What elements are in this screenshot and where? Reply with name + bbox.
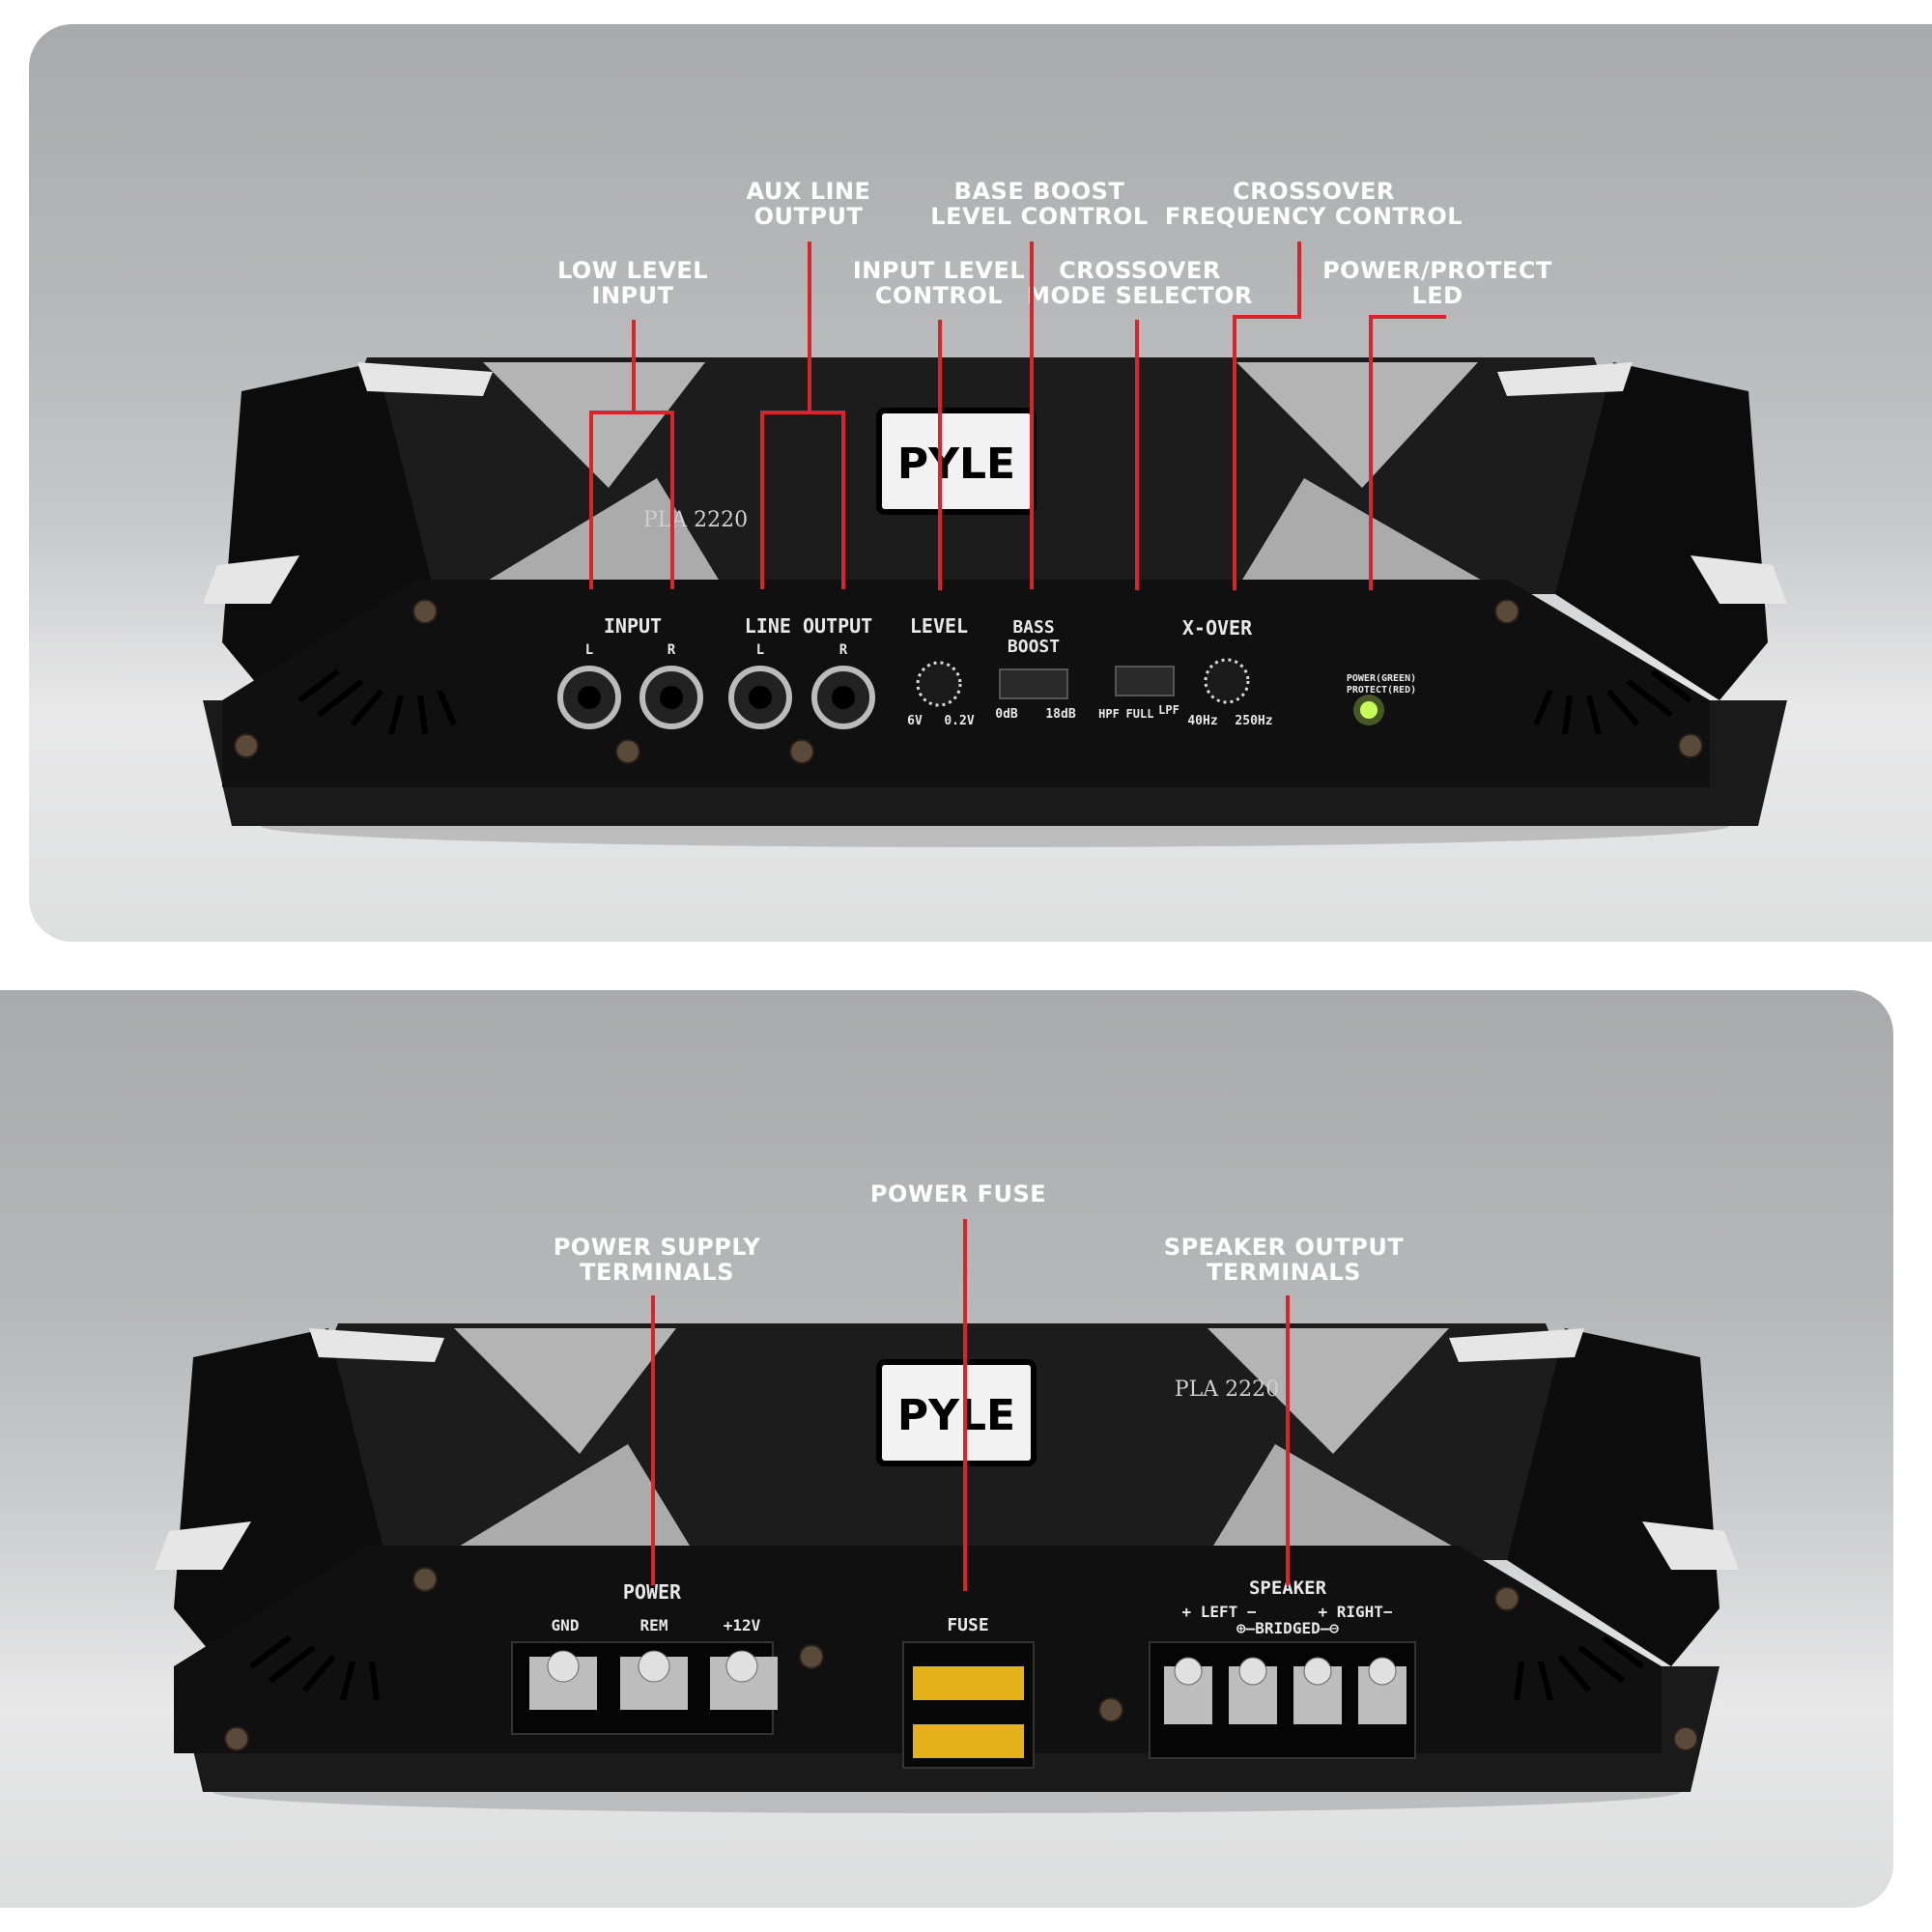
model-text-rear: PLA 2220 — [1175, 1378, 1279, 1402]
rca-jacks — [557, 666, 875, 729]
crossover-mode-switch[interactable] — [1115, 666, 1175, 696]
gnd-label: GND — [552, 1616, 580, 1634]
leader-crossover-frequency-drop — [1233, 315, 1236, 590]
input-label: INPUT — [604, 614, 662, 638]
leader-input-level — [938, 320, 942, 590]
leader-power-supply — [651, 1295, 655, 1585]
bridged-label: ⊕—BRIDGED—⊖ — [1236, 1619, 1339, 1637]
leader-low-level-input-bar — [589, 411, 674, 414]
screws — [234, 599, 1703, 764]
bass-boost-switch[interactable] — [999, 668, 1068, 699]
plus12-label: +12V — [724, 1616, 761, 1634]
leader-input-right — [670, 411, 674, 589]
leader-power-fuse — [963, 1219, 967, 1591]
level-label: LEVEL — [910, 614, 968, 638]
top-panel: PYLE PLA 2220 INPUT L R LINE OUTPUT L — [29, 24, 1932, 942]
leader-input-left — [589, 411, 593, 589]
leader-aux-right — [841, 411, 845, 589]
vent-right-rear — [1514, 1634, 1644, 1701]
input-left-label: L — [585, 642, 593, 658]
crossover-frequency-knob[interactable] — [1204, 658, 1250, 704]
protect-red-label: PROTECT(RED) — [1347, 685, 1416, 696]
leader-crossover-frequency-bar — [1233, 315, 1301, 319]
amplifier-rear-view: PYLE PLA 2220 POWER GND REM +12V — [155, 1323, 1739, 1813]
bass-min-label: 0dB — [995, 707, 1018, 722]
xover-label: X-OVER — [1182, 616, 1253, 639]
boost-label: BOOST — [1008, 637, 1060, 657]
full-label: FULL — [1126, 707, 1154, 721]
freq-max-label: 250Hz — [1235, 714, 1272, 728]
brand-logo-rear — [876, 1359, 1037, 1466]
leader-low-level-input — [632, 320, 636, 412]
brand-logo — [876, 408, 1037, 515]
screws-rear — [224, 1567, 1698, 1751]
power-led — [1360, 701, 1378, 719]
power-green-label: POWER(GREEN) — [1347, 673, 1416, 684]
leader-aux-line-output — [808, 242, 811, 411]
rem-label: REM — [640, 1616, 668, 1634]
input-right-label: R — [668, 642, 676, 658]
line-output-left-label: L — [756, 642, 764, 658]
speaker-left-label: + LEFT − — [1181, 1603, 1256, 1621]
speaker-label: SPEAKER — [1249, 1577, 1327, 1599]
lpf-label: LPF — [1158, 703, 1179, 717]
leader-crossover-frequency-top — [1297, 242, 1301, 317]
vent-right — [1533, 668, 1692, 735]
vent-left — [298, 668, 457, 735]
leader-base-boost — [1030, 242, 1034, 589]
freq-min-label: 40Hz — [1187, 714, 1217, 728]
leader-aux-left — [760, 411, 764, 589]
bass-max-label: 18dB — [1045, 707, 1075, 722]
leader-speaker-output — [1286, 1295, 1290, 1585]
line-output-right-label: R — [839, 642, 848, 658]
leader-power-led — [1369, 315, 1373, 590]
leader-aux-output-bar — [760, 411, 845, 414]
hpf-label: HPF — [1098, 707, 1120, 721]
fuse-holder — [902, 1641, 1035, 1769]
brand-text: PYLE — [897, 440, 1015, 489]
vent-left-rear — [249, 1634, 380, 1701]
level-min-label: 6V — [907, 714, 923, 728]
speaker-terminal-block — [1149, 1641, 1416, 1759]
faceplate — [222, 580, 1710, 787]
callout-power-fuse: POWER FUSE — [869, 1180, 1047, 1208]
power-terminal-block — [511, 1641, 778, 1735]
brand-text-rear: PYLE — [897, 1391, 1015, 1440]
level-max-label: 0.2V — [944, 714, 974, 728]
bass-label: BASS — [1012, 617, 1054, 638]
speaker-right-label: + RIGHT− — [1318, 1603, 1392, 1621]
model-text: PLA 2220 — [643, 508, 748, 532]
bottom-panel: PYLE PLA 2220 POWER GND REM +12V — [0, 990, 1893, 1908]
leader-power-led-bar — [1369, 315, 1446, 319]
level-knob[interactable] — [916, 661, 962, 707]
line-output-label: LINE OUTPUT — [745, 614, 872, 638]
leader-crossover-mode — [1135, 320, 1139, 590]
fuse-label: FUSE — [947, 1615, 988, 1635]
amplifier-front-view: PYLE PLA 2220 INPUT L R LINE OUTPUT L — [203, 357, 1787, 847]
